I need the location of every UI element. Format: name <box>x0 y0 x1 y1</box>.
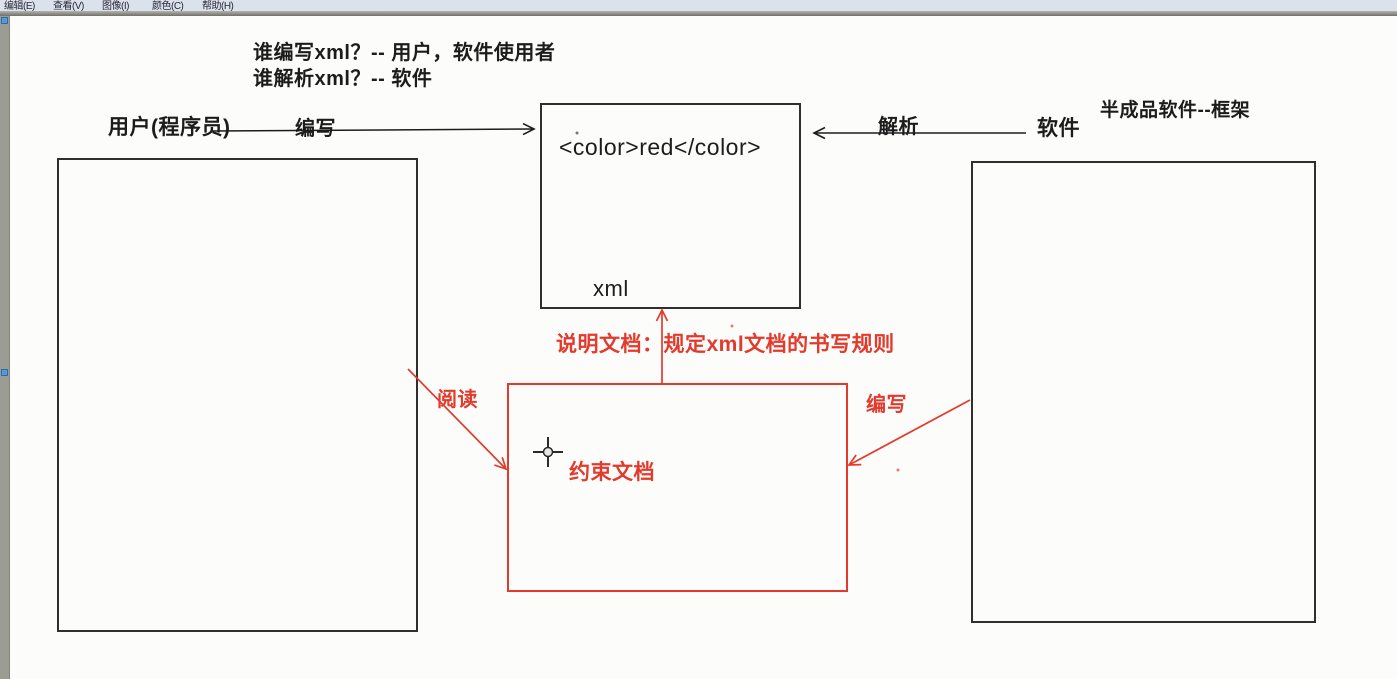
question-who-writes: 谁编写xml？-- 用户，软件使用者 <box>253 42 556 64</box>
write-label: 编写 <box>295 118 336 140</box>
framework-note: 半成品软件--框架 <box>1100 100 1251 121</box>
question-who-parses: 谁解析xml？-- 软件 <box>253 68 433 90</box>
schema-note: 说明文档：规定xml文档的书写规则 <box>556 333 895 356</box>
workspace-gutter <box>0 16 10 679</box>
menu-item-edit[interactable]: 编辑(E) <box>4 1 35 11</box>
user-document-box <box>57 158 418 632</box>
menu-item-help[interactable]: 帮助(H) <box>202 1 234 11</box>
read-label: 阅读 <box>437 389 478 411</box>
menu-item-view[interactable]: 查看(V) <box>53 1 84 11</box>
xml-sample-text: <color>red</color> <box>559 134 762 160</box>
canvas-resize-handle-middle-left[interactable] <box>1 369 8 376</box>
canvas-resize-handle-top-left[interactable] <box>1 17 8 24</box>
write-label-2: 编写 <box>866 394 907 416</box>
menu-bar: 编辑(E) 查看(V) 图像(I) 颜色(C) 帮助(H) <box>0 0 1397 11</box>
parse-label: 解析 <box>878 116 919 138</box>
menu-item-color[interactable]: 颜色(C) <box>152 1 184 11</box>
constraint-document-box <box>507 383 848 592</box>
menu-divider <box>0 11 1397 16</box>
paint-canvas[interactable] <box>10 16 1397 679</box>
constraint-label: 约束文档 <box>569 461 655 484</box>
menu-item-image[interactable]: 图像(I) <box>102 1 129 11</box>
xml-document-box <box>540 103 801 309</box>
xml-caption: xml <box>593 276 629 301</box>
software-label: 软件 <box>1037 117 1080 140</box>
user-label: 用户(程序员) <box>108 116 231 139</box>
software-document-box <box>971 161 1316 623</box>
